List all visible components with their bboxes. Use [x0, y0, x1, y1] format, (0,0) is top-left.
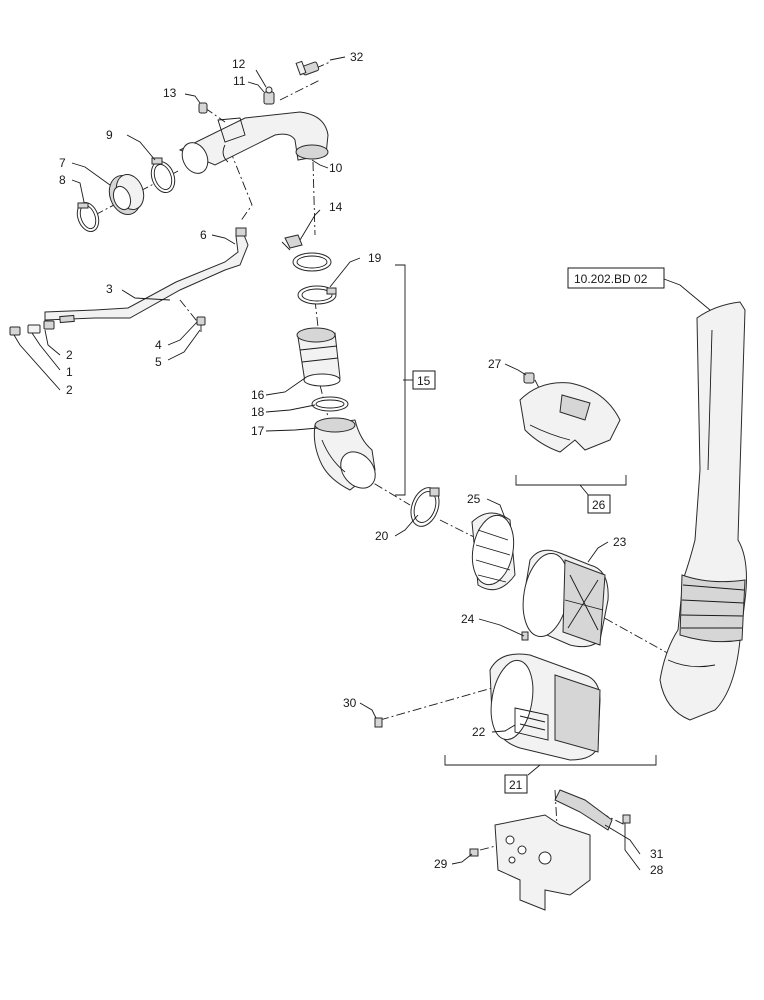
callout-2-top: 2: [66, 348, 73, 362]
callout-5: 5: [155, 355, 162, 369]
callout-32: 32: [350, 50, 364, 64]
part-23-main-filter: [522, 549, 609, 648]
callout-27: 27: [488, 357, 502, 371]
callout-16: 16: [251, 388, 265, 402]
part-8-clamp: [76, 201, 100, 233]
callout-20: 20: [375, 529, 389, 543]
part-4-5-screw: [196, 316, 206, 332]
callout-13: 13: [163, 86, 177, 100]
part-20-clamp: [410, 487, 440, 527]
leader-lines: [13, 56, 711, 871]
callout-labels: 32 12 11 13 9 10 7 8 6 3 14 19 4 5 2 1 2…: [59, 50, 664, 877]
assembly-box-15: 15: [412, 370, 436, 390]
reference-box: 10.202.BD 02: [567, 267, 665, 289]
callout-2-bottom: 2: [66, 383, 73, 397]
callout-6: 6: [200, 228, 207, 242]
centerlines: [94, 61, 681, 881]
part-25-inner-filter: [471, 512, 516, 591]
part-19-clamp-upper: [292, 252, 332, 272]
callout-10: 10: [329, 161, 343, 175]
part-27-fitting: [523, 372, 535, 384]
part-17-elbow: [313, 417, 376, 491]
part-3-hose: [44, 227, 249, 324]
reference-intake-tube: [659, 301, 747, 721]
assembly-brackets: [395, 264, 657, 776]
part-13-plug: [198, 102, 208, 114]
callout-22: 22: [472, 725, 486, 739]
part-10-air-tube: [178, 111, 329, 174]
part-7-bellows: [108, 174, 145, 215]
callout-3: 3: [106, 282, 113, 296]
part-30-screw: [374, 717, 383, 728]
assembly-box-26: 26: [587, 494, 611, 514]
part-1-2-fittings: [9, 320, 55, 336]
part-24-screw: [521, 631, 529, 641]
callout-8: 8: [59, 173, 66, 187]
svg-text:26: 26: [592, 498, 606, 512]
part-18-clamp: [311, 396, 349, 412]
callout-29: 29: [434, 857, 448, 871]
callout-9: 9: [106, 128, 113, 142]
part-11-sensor: [263, 86, 275, 105]
callout-19: 19: [368, 251, 382, 265]
svg-text:10.202.BD 02: 10.202.BD 02: [574, 272, 648, 286]
callout-12: 12: [232, 57, 246, 71]
part-19-clamp-lower: [297, 285, 337, 305]
callout-17: 17: [251, 424, 265, 438]
part-22-housing: [489, 653, 601, 761]
svg-text:21: 21: [509, 778, 523, 792]
callout-7: 7: [59, 156, 66, 170]
part-14-clip: [281, 234, 303, 251]
callout-14: 14: [329, 200, 343, 214]
callout-18: 18: [251, 405, 265, 419]
part-16-sleeve: [296, 327, 341, 387]
callout-24: 24: [461, 612, 475, 626]
part-29-screw: [469, 848, 479, 857]
callout-25: 25: [467, 492, 481, 506]
callout-4: 4: [155, 338, 162, 352]
callout-23: 23: [613, 535, 627, 549]
callout-11: 11: [233, 74, 246, 88]
callout-30: 30: [343, 696, 357, 710]
svg-text:15: 15: [417, 374, 431, 388]
callout-31: 31: [650, 847, 664, 861]
part-32-fitting: [295, 60, 320, 76]
callout-28: 28: [650, 863, 664, 877]
part-28-bracket: [494, 789, 613, 911]
part-26-cover: [519, 382, 621, 453]
part-31-screw: [622, 814, 631, 824]
part-9-clamp: [150, 157, 176, 193]
assembly-box-21: 21: [504, 774, 528, 794]
callout-1: 1: [66, 365, 73, 379]
